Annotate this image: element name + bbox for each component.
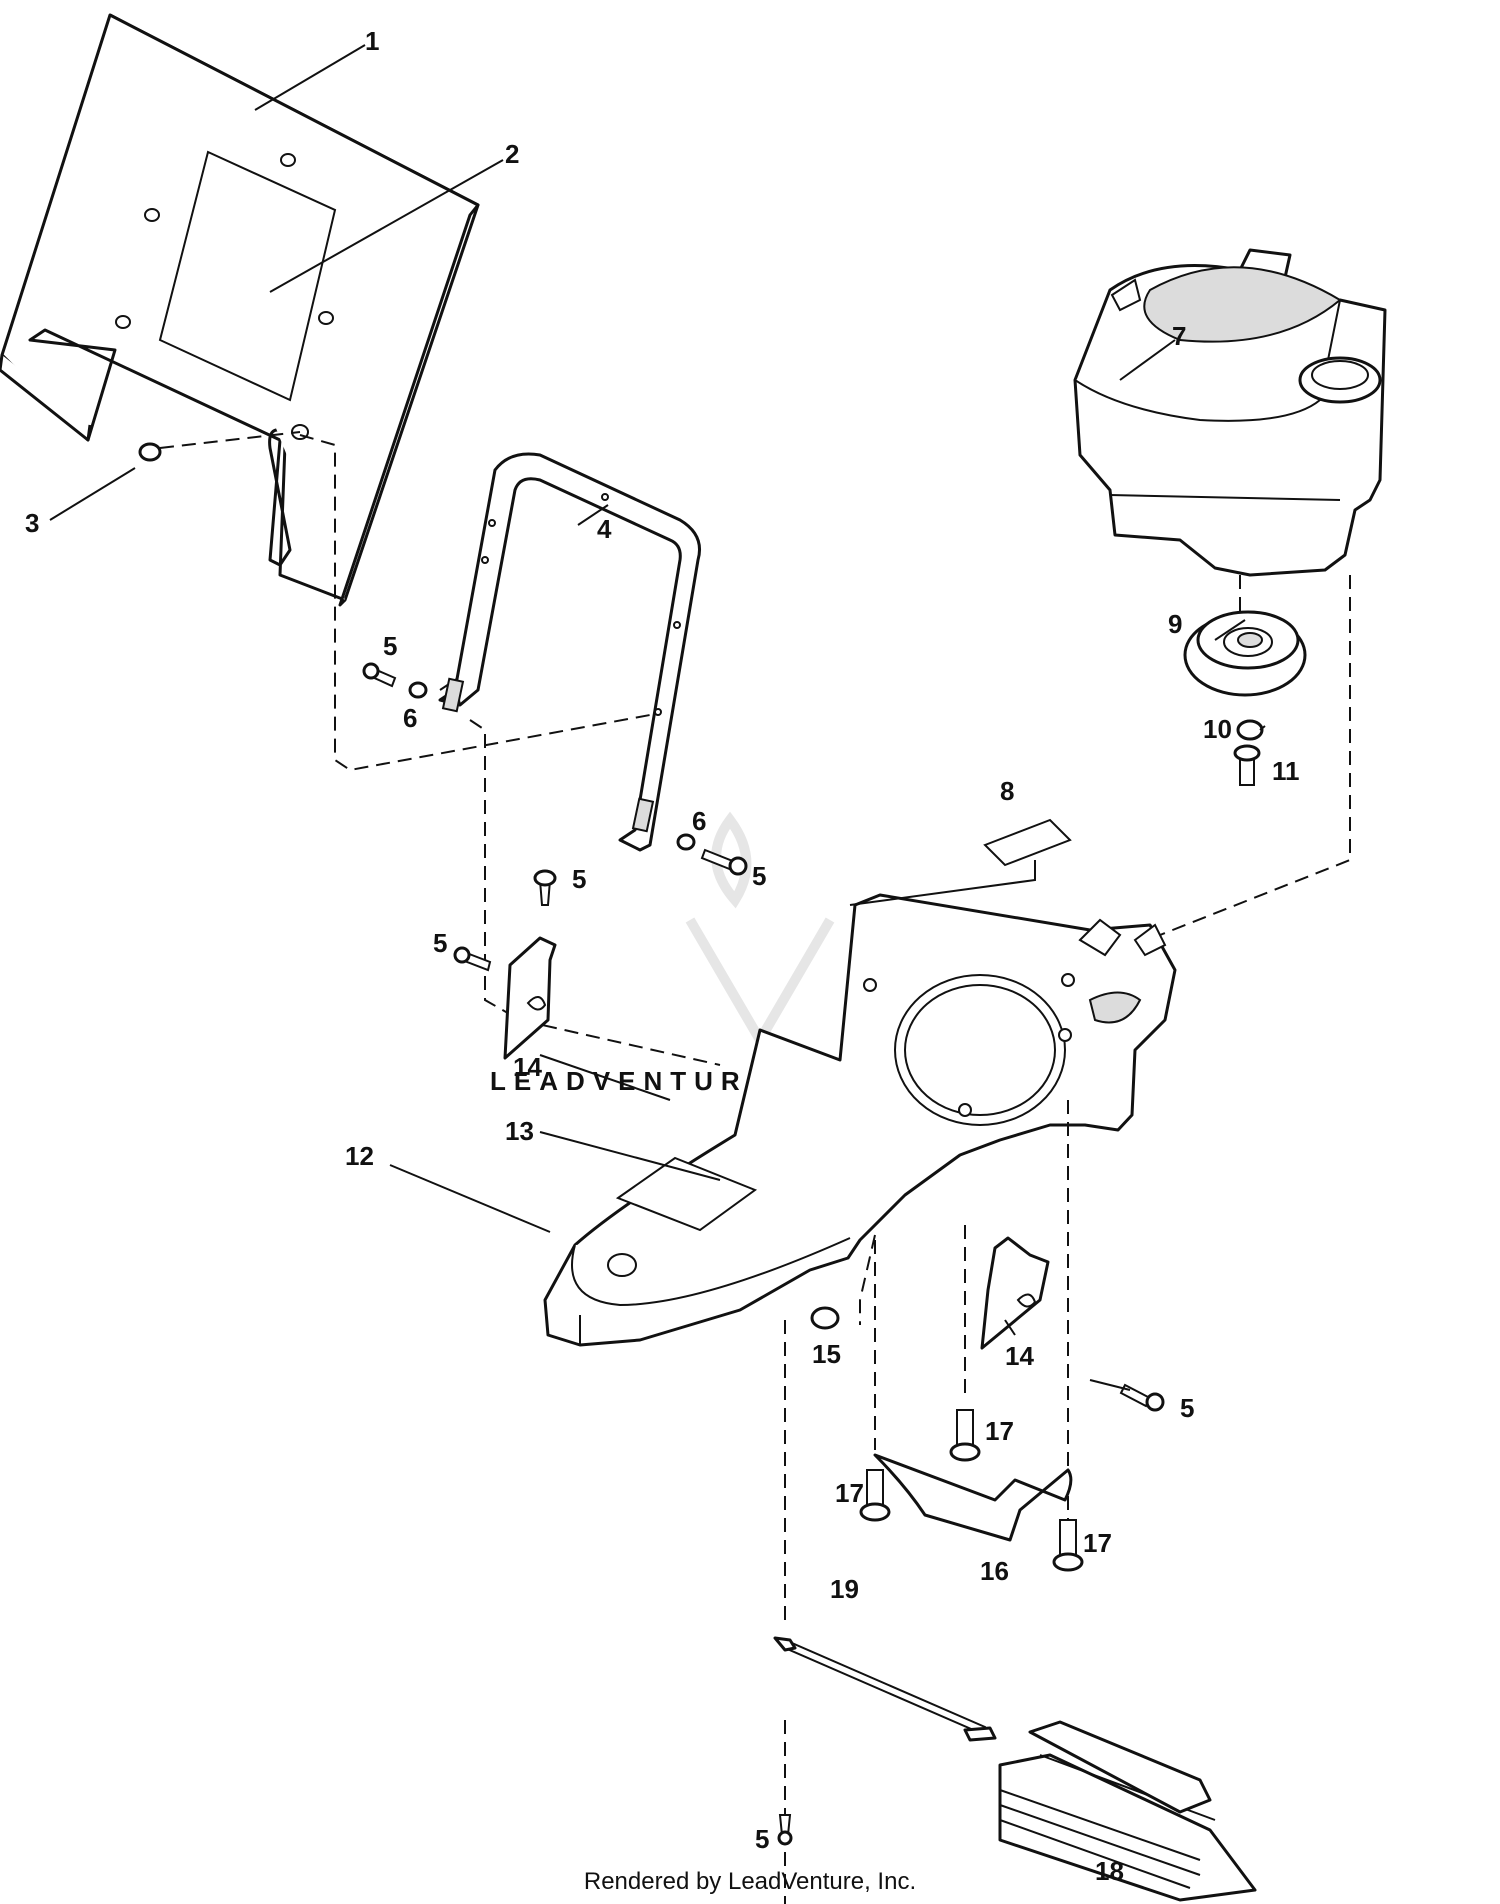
- callout-10: 10: [1203, 714, 1232, 744]
- watermark-logo: LEADVENTURE: [490, 811, 835, 1096]
- cable-part: [773, 1636, 997, 1742]
- leader-lines: [49, 44, 1266, 1391]
- mounting-plate-part: [543, 893, 1177, 1347]
- callout-14b: 14: [1005, 1341, 1034, 1371]
- callout-8: 8: [1000, 776, 1014, 806]
- rod-part: [873, 1453, 1073, 1542]
- callout-5d: 5: [433, 928, 447, 958]
- callout-4: 4: [597, 514, 612, 544]
- decal-label-part: [983, 818, 1072, 867]
- callout-5b: 5: [752, 861, 766, 891]
- engine-part: [1073, 248, 1387, 577]
- washer-part: [1236, 719, 1264, 741]
- callout-13: 13: [505, 1116, 534, 1146]
- callout-15: 15: [812, 1339, 841, 1369]
- callout-17a: 17: [985, 1416, 1014, 1446]
- decal-window-part: [158, 150, 337, 402]
- callout-19: 19: [830, 1574, 859, 1604]
- callout-16: 16: [980, 1556, 1009, 1586]
- callout-5c: 5: [572, 864, 586, 894]
- callout-5a: 5: [383, 631, 397, 661]
- callout-12: 12: [345, 1141, 374, 1171]
- chute-part: [998, 1720, 1257, 1902]
- handle-loop-part: [438, 452, 701, 852]
- callout-17c: 17: [1083, 1528, 1112, 1558]
- callout-11: 11: [1272, 756, 1300, 786]
- callout-6b: 6: [692, 806, 706, 836]
- decal-part: [615, 1156, 758, 1232]
- callout-17b: 17: [835, 1478, 864, 1508]
- callout-18: 18: [1095, 1856, 1124, 1886]
- callout-5e: 5: [1180, 1393, 1194, 1423]
- callout-5f: 5: [755, 1824, 769, 1854]
- callout-9: 9: [1168, 609, 1182, 639]
- callout-6a: 6: [403, 703, 417, 733]
- panel-part: [0, 13, 480, 607]
- screw-part: [1233, 744, 1261, 786]
- callout-2: 2: [505, 139, 519, 169]
- pulley-part: [1183, 610, 1307, 697]
- callout-labels: 1 2 3 4 5 5 5 5 5 5 6 6 7 8 9 10 11 12 1…: [25, 26, 1300, 1886]
- callout-14a: 14: [513, 1052, 542, 1082]
- bolt-part: [362, 662, 748, 972]
- nut-part: [810, 1306, 840, 1330]
- render-credit: Rendered by LeadVenture, Inc.: [583, 1868, 917, 1895]
- callout-7: 7: [1172, 321, 1186, 351]
- mount-bracket-part: [503, 936, 1050, 1350]
- callout-3: 3: [25, 508, 39, 538]
- callout-1: 1: [365, 26, 379, 56]
- push-nut-part: [138, 442, 162, 462]
- watermark-text: LEADVENTURE: [490, 1066, 773, 1096]
- shoulder-bolt-part: [859, 1409, 1084, 1572]
